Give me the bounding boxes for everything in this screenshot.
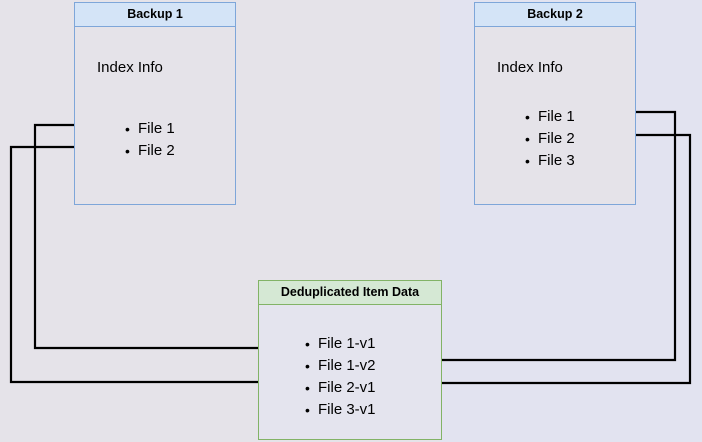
- node-backup-1-file-list: File 1 File 2: [125, 118, 175, 162]
- node-backup-1-body: Index Info File 1 File 2: [75, 27, 235, 204]
- node-backup-2-body: Index Info File 1 File 2 File 3: [475, 27, 635, 204]
- list-item: File 2-v1: [305, 377, 376, 399]
- list-item: File 1: [125, 118, 175, 140]
- connector-backup2-file2-to-file2v1: [396, 133, 692, 387]
- node-deduplicated-item-data-file-list: File 1-v1 File 1-v2 File 2-v1 File 3-v1: [305, 333, 376, 421]
- list-item: File 3-v1: [305, 399, 376, 421]
- node-backup-1-header: Backup 1: [75, 3, 235, 27]
- list-item: File 1: [525, 106, 575, 128]
- node-backup-2-file-list: File 1 File 2 File 3: [525, 106, 575, 172]
- node-backup-1[interactable]: Backup 1 Index Info File 1 File 2: [74, 2, 236, 205]
- list-item: File 2: [525, 128, 575, 150]
- node-deduplicated-item-data[interactable]: Deduplicated Item Data File 1-v1 File 1-…: [258, 280, 442, 440]
- node-backup-2-header: Backup 2: [475, 3, 635, 27]
- list-item: File 3: [525, 150, 575, 172]
- list-item: File 1-v1: [305, 333, 376, 355]
- node-backup-2[interactable]: Backup 2 Index Info File 1 File 2 File 3: [474, 2, 636, 205]
- node-deduplicated-item-data-body: File 1-v1 File 1-v2 File 2-v1 File 3-v1: [259, 305, 441, 439]
- list-item: File 2: [125, 140, 175, 162]
- node-deduplicated-item-data-header: Deduplicated Item Data: [259, 281, 441, 305]
- connector-backup2-file1-to-file1v2: [396, 110, 677, 364]
- node-backup-2-caption: Index Info: [497, 59, 563, 76]
- list-item: File 1-v2: [305, 355, 376, 377]
- connector-backup1-file2-to-file2v1: [9, 145, 300, 386]
- node-backup-1-caption: Index Info: [97, 59, 163, 76]
